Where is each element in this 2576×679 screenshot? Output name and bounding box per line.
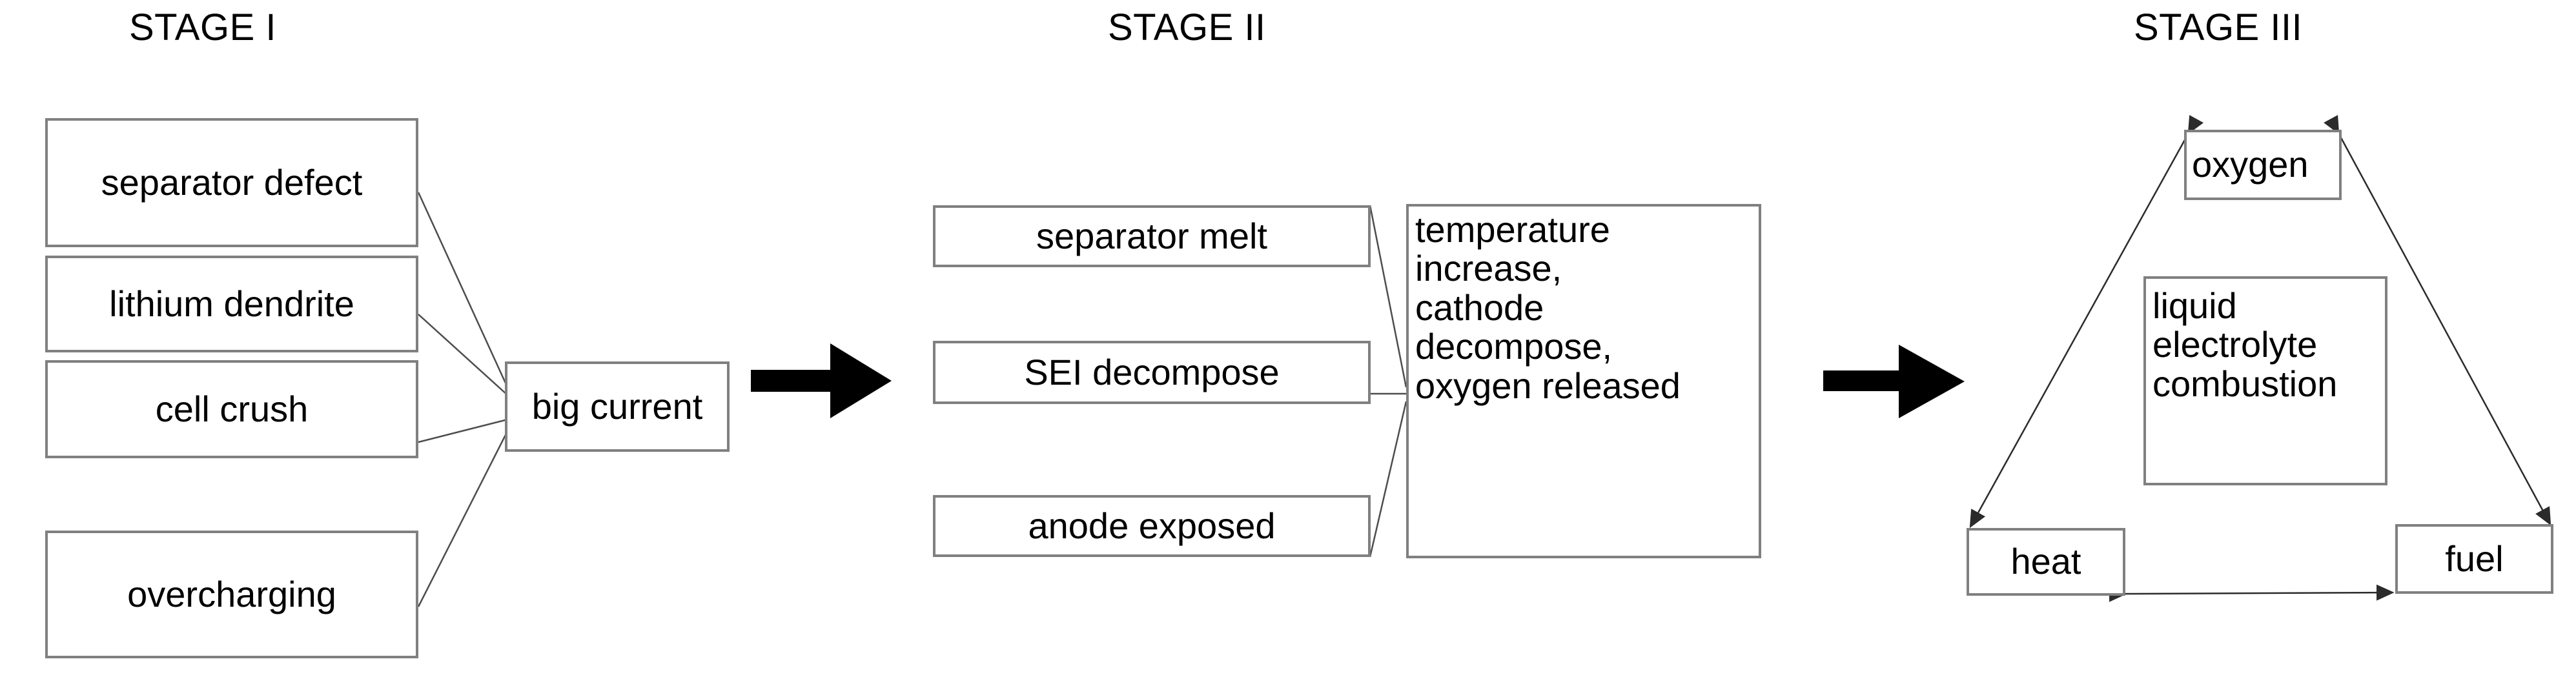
stage2-event-separator-melt[interactable]: separator melt [933,205,1371,267]
stage2-event-anode-exposed[interactable]: anode exposed [933,495,1371,557]
arrow-head [830,343,892,418]
stage-2-title: STAGE II [1108,6,1266,48]
triangle-edge-heat-fuel [2109,584,2395,602]
stage2-outcome-label: temperature increase, cathode decompose,… [1415,209,1681,406]
stage1-cause-overcharging[interactable]: overcharging [45,531,418,658]
stage2-event-separator-melt-label: separator melt [1036,215,1267,256]
stage3-triangle-node-oxygen-label: oxygen [2192,144,2309,185]
connector-cell-crush [418,418,508,443]
stage-1-title: STAGE I [129,6,277,48]
stage3-triangle-node-oxygen[interactable]: oxygen [2184,130,2342,200]
stage2-outcome-box[interactable]: temperature increase, cathode decompose,… [1406,204,1761,558]
connector-anode-exposed [1369,401,1407,558]
arrow-head [1899,345,1965,418]
stage1-cause-lithium-dendrite[interactable]: lithium dendrite [45,256,418,352]
stage2-event-sei-decompose[interactable]: SEI decompose [933,341,1371,404]
stage2-converging-connectors [1369,205,1407,558]
arrow-shaft [751,370,833,392]
stage2-to-stage3-arrow [1823,345,1965,418]
stage2-event-sei-decompose-label: SEI decompose [1024,351,1280,392]
connector-overcharging [417,431,509,607]
stage3-triangle-node-heat[interactable]: heat [1967,528,2125,596]
stage1-cause-cell-crush[interactable]: cell crush [45,360,418,458]
connector-separator-defect [417,192,509,388]
stage3-triangle-center-combustion[interactable]: liquid electrolyte combustion [2143,276,2387,485]
stage2-event-anode-exposed-label: anode exposed [1028,505,1276,546]
stage1-result-big-current-label: big current [531,385,703,427]
connector-lithium-dendrite [418,314,508,396]
connector-separator-melt [1369,205,1407,388]
stage1-result-big-current[interactable]: big current [505,361,730,452]
stage1-cause-overcharging-label: overcharging [127,573,336,614]
arrow-shaft [1823,370,1903,391]
stage1-cause-cell-crush-label: cell crush [155,388,309,429]
stage3-triangle-node-fuel[interactable]: fuel [2395,524,2553,594]
stage-3-title: STAGE III [2134,6,2303,48]
stage3-triangle-node-fuel-label: fuel [2445,538,2504,579]
stage1-cause-lithium-dendrite-label: lithium dendrite [109,283,354,324]
stage1-cause-separator-defect-label: separator defect [101,161,363,203]
stage1-to-stage2-arrow [751,343,892,418]
stage1-converging-connectors [417,192,509,607]
stage3-triangle-node-heat-label: heat [2010,541,2081,582]
stage1-cause-separator-defect[interactable]: separator defect [45,118,418,247]
stage3-triangle-center-combustion-label: liquid electrolyte combustion [2152,285,2338,404]
